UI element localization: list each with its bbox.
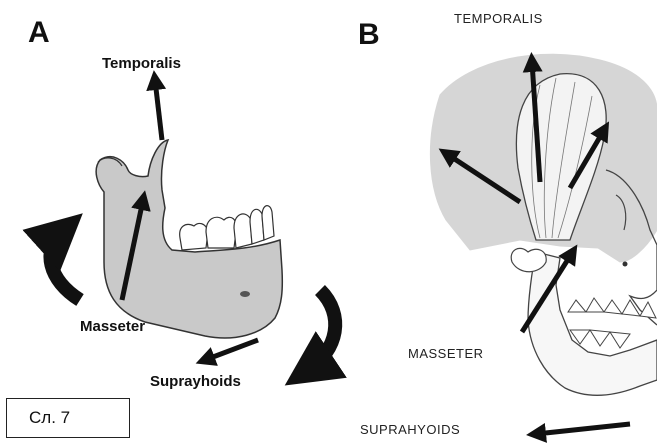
rotation-arrow-left xyxy=(50,232,80,300)
mental-foramen xyxy=(240,291,250,297)
skull-illustration xyxy=(430,54,657,395)
label-temporalis-b: TEMPORALIS xyxy=(454,11,543,26)
mandible-illustration xyxy=(96,140,282,338)
panel-a-letter: A xyxy=(28,16,50,49)
panel-b-letter: B xyxy=(358,18,380,51)
skull-teeth xyxy=(568,298,656,348)
skull-mandible xyxy=(528,252,657,395)
label-temporalis-a: Temporalis xyxy=(102,55,181,72)
label-masseter-b: MASSETER xyxy=(408,346,484,361)
suprahyoid-arrow-b xyxy=(536,424,630,434)
suprahyoid-arrow-a xyxy=(205,340,258,360)
label-suprahyoids-b: SUPRAHYOIDS xyxy=(360,422,460,437)
mandible-teeth xyxy=(180,206,274,250)
label-masseter-a: Masseter xyxy=(80,318,145,335)
rotation-arrow-right xyxy=(308,290,335,370)
slide-number-label: Сл. 7 xyxy=(29,408,70,428)
label-suprahyoids-a: Suprayhoids xyxy=(150,373,241,390)
temporalis-arrow-a xyxy=(155,80,162,140)
slide-number-box: Сл. 7 xyxy=(6,398,130,438)
